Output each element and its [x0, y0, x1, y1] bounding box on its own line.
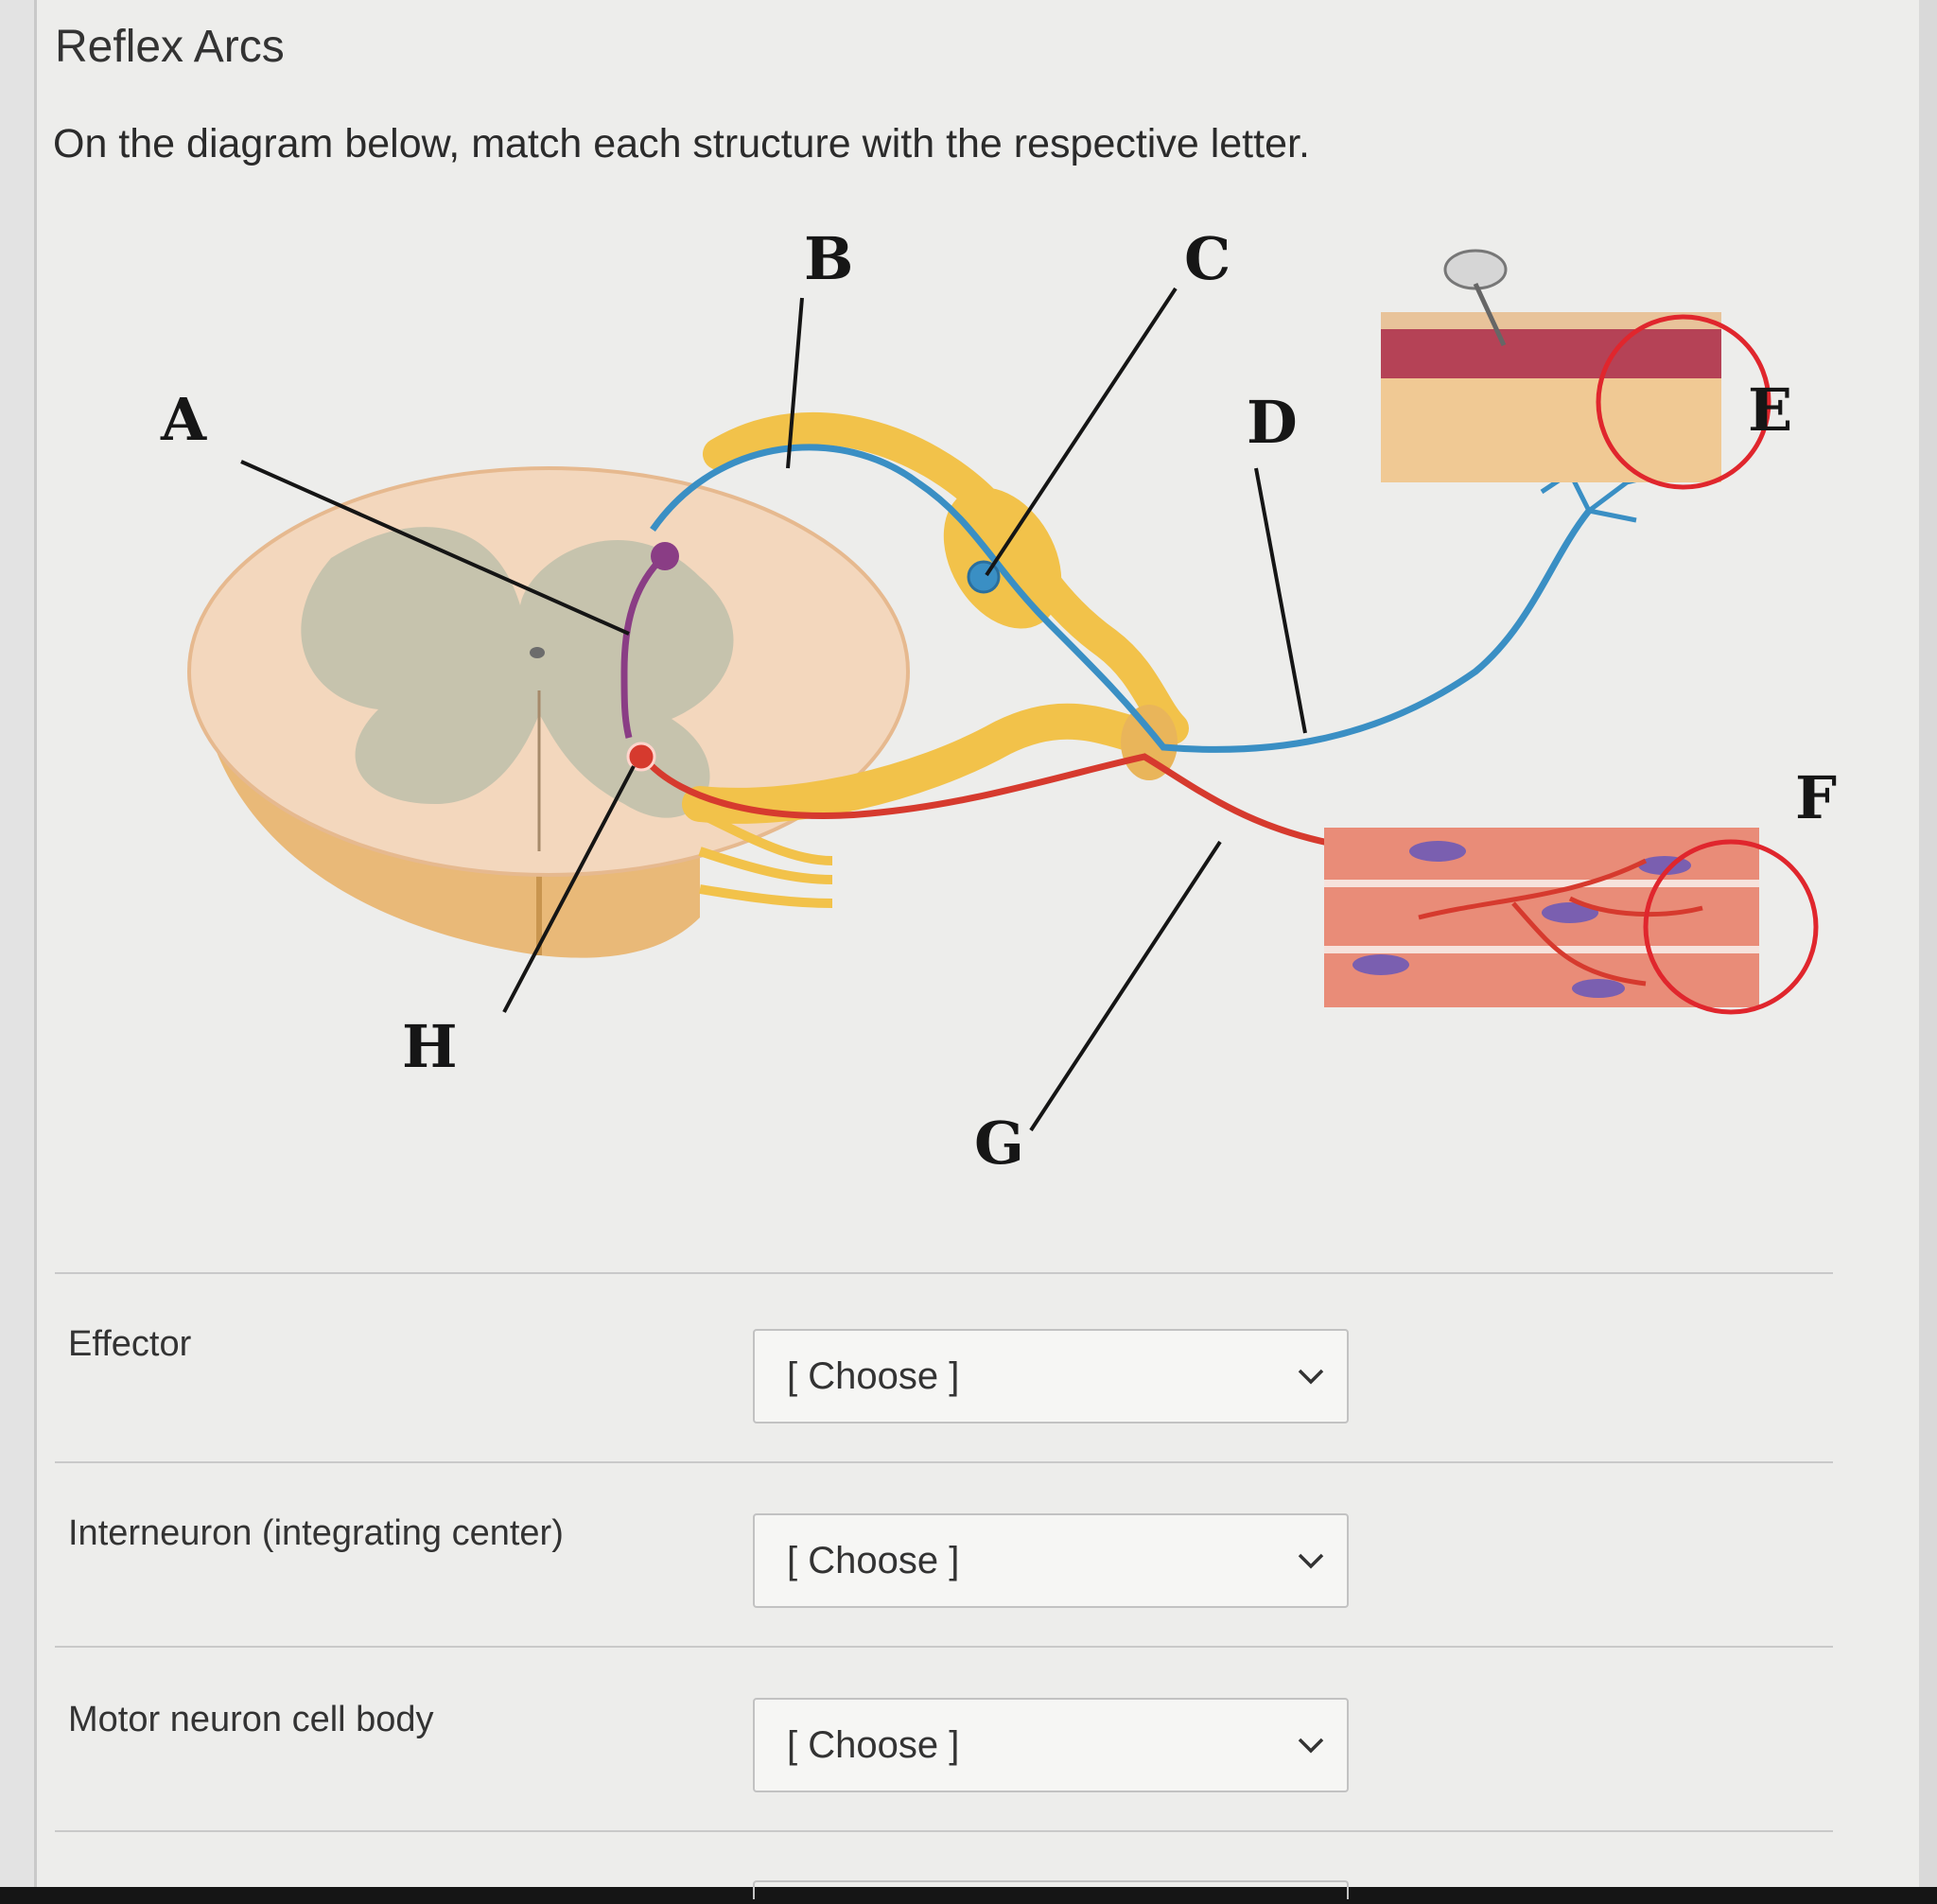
reflex-arc-diagram: A B C D E F G H: [160, 224, 1837, 1178]
diagram-label-b: B: [804, 224, 853, 293]
receptor-highlight-circle: [1596, 314, 1771, 490]
dropdown-value: [ Choose ]: [787, 1540, 960, 1581]
dropdown-value: [ Choose ]: [787, 1355, 960, 1397]
leader-lines: [240, 287, 1307, 1132]
interneuron: [620, 555, 665, 739]
answer-dropdown-motor-neuron-cell-body[interactable]: [ Choose ]: [753, 1698, 1349, 1792]
left-sidebar-rail: [0, 0, 37, 1904]
chevron-down-icon: [1298, 1553, 1324, 1569]
effector-highlight-circle: [1643, 839, 1819, 1015]
answer-dropdown-effector[interactable]: [ Choose ]: [753, 1329, 1349, 1424]
answer-dropdown-interneuron[interactable]: [ Choose ]: [753, 1513, 1349, 1608]
divider: [55, 1461, 1833, 1463]
question-label-motor-neuron-cell-body: Motor neuron cell body: [68, 1700, 434, 1739]
question-instructions: On the diagram below, match each structu…: [53, 121, 1310, 166]
diagram-label-c: C: [1184, 224, 1230, 293]
bottom-bar: [0, 1887, 1937, 1904]
answer-dropdown-partial[interactable]: [753, 1880, 1349, 1899]
spinal-cord-cross-section: [187, 466, 910, 958]
motor-neuron-cell-body: [626, 742, 656, 772]
sensory-neuron: [650, 444, 1592, 753]
skin-tissue: [1381, 249, 1721, 482]
chevron-down-icon: [1298, 1738, 1324, 1754]
diagram-label-a: A: [160, 385, 207, 454]
divider: [55, 1830, 1833, 1832]
question-label-effector: Effector: [68, 1324, 192, 1364]
diagram-label-e: E: [1748, 376, 1792, 445]
diagram-label-f: F: [1795, 763, 1837, 832]
diagram-label-d: D: [1247, 388, 1298, 457]
diagram-label-h: H: [402, 1012, 458, 1081]
chevron-down-icon: [1298, 1369, 1324, 1385]
divider: [55, 1272, 1833, 1274]
question-label-interneuron: Interneuron (integrating center): [68, 1513, 564, 1553]
page-title: Reflex Arcs: [55, 22, 285, 72]
dropdown-value: [ Choose ]: [787, 1724, 960, 1766]
diagram-label-g: G: [974, 1109, 1024, 1178]
divider: [55, 1646, 1833, 1648]
muscle-tissue: [1324, 828, 1759, 1007]
